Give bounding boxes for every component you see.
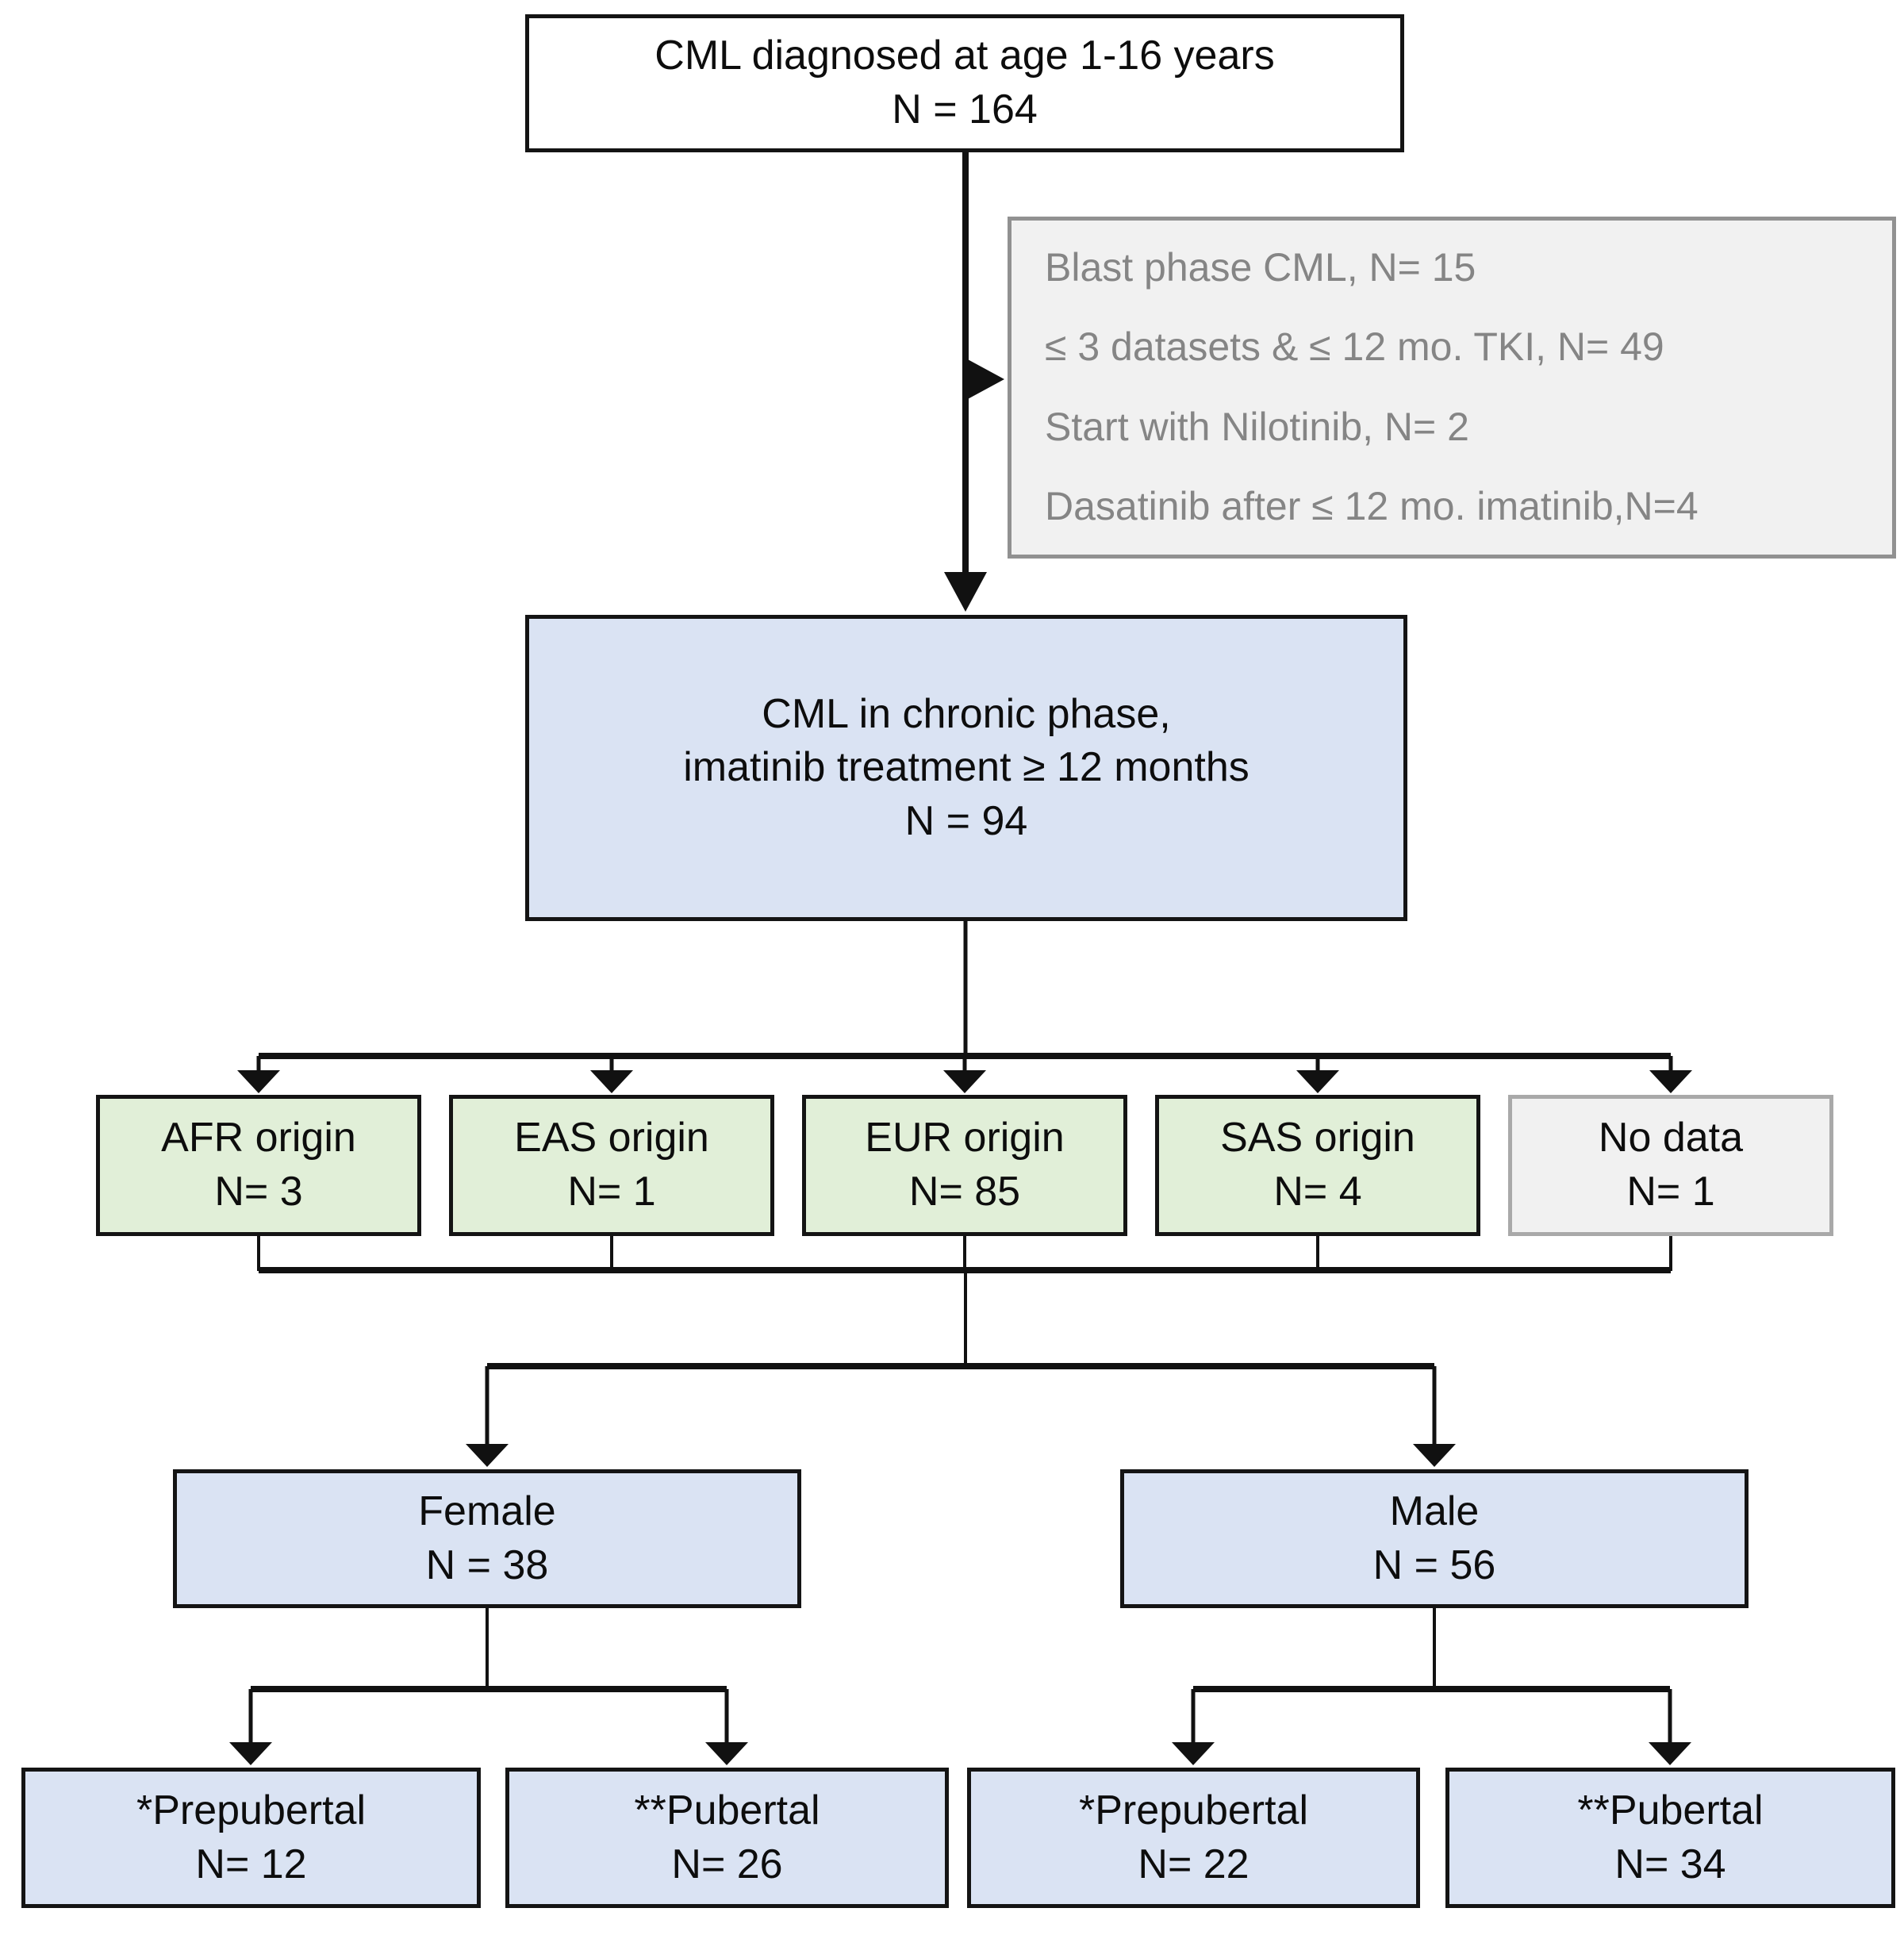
node-male-count: N = 56 (1372, 1541, 1496, 1588)
node-eas-count: N= 1 (567, 1169, 656, 1215)
node-chronic-phase: CML in chronic phase, imatinib treatment… (525, 615, 1407, 921)
exclusion-item: Start with Nilotinib, N= 2 (1045, 404, 1469, 449)
node-female-prepubertal: *Prepubertal N= 12 (21, 1768, 481, 1908)
node-male-prepubertal-count: N= 22 (1138, 1841, 1250, 1887)
arrowhead-male-prepubertal-icon (1172, 1742, 1215, 1765)
node-afr-origin: AFR origin N= 3 (96, 1095, 421, 1236)
node-no-data: No data N= 1 (1508, 1095, 1833, 1236)
arrowhead-female-pubertal-icon (705, 1742, 748, 1765)
arrowhead-eur-icon (943, 1070, 986, 1093)
node-diagnosed-label: CML diagnosed at age 1-16 years (654, 33, 1275, 79)
node-chronic-line2: imatinib treatment ≥ 12 months (683, 744, 1250, 791)
node-eur-label: EUR origin (865, 1115, 1065, 1161)
node-male-prepubertal: *Prepubertal N= 22 (967, 1768, 1420, 1908)
node-no-data-count: N= 1 (1626, 1169, 1715, 1215)
arrowhead-eas-icon (590, 1070, 633, 1093)
node-eur-origin: EUR origin N= 85 (802, 1095, 1127, 1236)
arrowhead-into-chronic-icon (944, 572, 987, 612)
node-chronic-line1: CML in chronic phase, (762, 690, 1171, 737)
arrowhead-male-icon (1413, 1444, 1456, 1467)
node-female-prepubertal-label: *Prepubertal (136, 1787, 367, 1833)
node-male-pubertal: **Pubertal N= 34 (1445, 1768, 1895, 1908)
node-afr-label: AFR origin (161, 1115, 356, 1161)
arrowhead-afr-icon (237, 1070, 280, 1093)
node-female-pubertal: **Pubertal N= 26 (505, 1768, 949, 1908)
arrowhead-female-prepubertal-icon (229, 1742, 272, 1765)
node-male-label: Male (1389, 1488, 1480, 1534)
arrowhead-female-icon (466, 1444, 509, 1467)
node-female-pubertal-label: **Pubertal (634, 1787, 820, 1833)
node-diagnosed-count: N = 164 (892, 86, 1038, 132)
node-sas-label: SAS origin (1220, 1115, 1415, 1161)
node-sas-count: N= 4 (1273, 1169, 1362, 1215)
node-male-pubertal-label: **Pubertal (1577, 1787, 1764, 1833)
node-female-pubertal-count: N= 26 (671, 1841, 783, 1887)
node-male-prepubertal-label: *Prepubertal (1078, 1787, 1309, 1833)
node-exclusions: Blast phase CML, N= 15 ≤ 3 datasets & ≤ … (1008, 217, 1896, 559)
node-no-data-label: No data (1598, 1115, 1744, 1161)
node-afr-count: N= 3 (214, 1169, 303, 1215)
node-eas-origin: EAS origin N= 1 (449, 1095, 774, 1236)
node-diagnosed: CML diagnosed at age 1-16 years N = 164 (525, 14, 1404, 152)
node-female: Female N = 38 (173, 1469, 801, 1608)
exclusion-item: Dasatinib after ≤ 12 mo. imatinib,N=4 (1045, 483, 1699, 528)
arrowhead-nodata-icon (1649, 1070, 1692, 1093)
node-chronic-count: N = 94 (904, 797, 1028, 844)
node-sas-origin: SAS origin N= 4 (1155, 1095, 1480, 1236)
exclusion-item: ≤ 3 datasets & ≤ 12 mo. TKI, N= 49 (1045, 324, 1664, 370)
node-eas-label: EAS origin (514, 1115, 709, 1161)
exclusion-item: Blast phase CML, N= 15 (1045, 245, 1476, 290)
arrowhead-male-pubertal-icon (1649, 1742, 1691, 1765)
node-male-pubertal-count: N= 34 (1614, 1841, 1726, 1887)
node-female-prepubertal-count: N= 12 (195, 1841, 307, 1887)
arrowhead-sas-icon (1296, 1070, 1339, 1093)
arrowhead-into-exclusions-icon (966, 359, 1004, 400)
node-male: Male N = 56 (1120, 1469, 1749, 1608)
node-eur-count: N= 85 (908, 1169, 1021, 1215)
node-female-label: Female (418, 1488, 556, 1534)
node-female-count: N = 38 (425, 1541, 549, 1588)
